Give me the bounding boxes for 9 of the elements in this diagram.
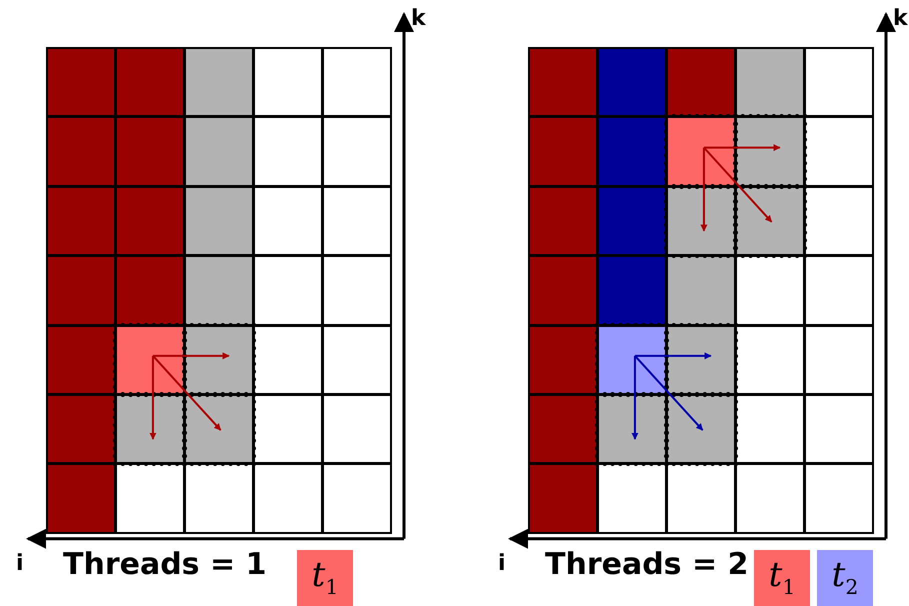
axis-label: k: [411, 8, 426, 30]
axis-label: i: [498, 552, 506, 575]
thread-count-label: Threads = 1: [63, 550, 266, 580]
thread-count-label: Threads = 2: [545, 550, 748, 580]
legend-label: t$_{2}$: [832, 558, 858, 598]
axis-label: k: [893, 8, 908, 30]
axis-label: i: [16, 552, 24, 575]
legend-label: t$_{1}$: [768, 558, 796, 598]
legend-label: t$_{1}$: [312, 558, 338, 598]
